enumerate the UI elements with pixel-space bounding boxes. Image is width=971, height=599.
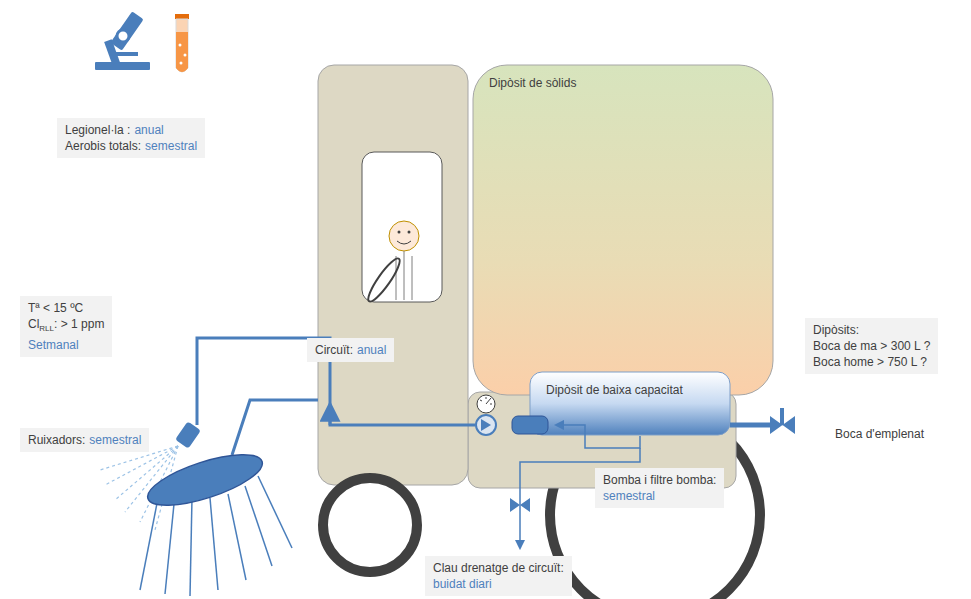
circuit-box: Circuït: anual [307, 338, 394, 362]
note-text: RLL [39, 324, 54, 333]
filling-valve [770, 408, 795, 434]
microscope-icon [95, 11, 150, 70]
brush [140, 444, 292, 596]
water-parameters-box: Tª < 15 ºCClRLL: > 1 ppmSetmanal [20, 296, 112, 357]
solids-tank: Dipòsit de sòlids [473, 65, 773, 395]
front-wheel [323, 478, 417, 572]
note-text: Boca de ma > 300 L ? [813, 339, 930, 353]
gauge-needle [480, 397, 492, 404]
note-text: : > 1 ppm [54, 317, 104, 331]
solids-tank-shape [473, 65, 773, 395]
low-capacity-tank: Dipòsit de baixa capacitat [530, 372, 730, 435]
text-row: ClRLL: > 1 ppm [28, 316, 104, 337]
text-row: Dipòsit de baixa capacitat [546, 382, 683, 425]
test-tube-icon [175, 14, 189, 72]
sprayers-box: Ruixadors: semestral [20, 428, 149, 452]
frequency-text: semestral [89, 433, 141, 447]
pressure-gauge [477, 395, 495, 413]
filling-inlet-label: Boca d'emplenat [835, 427, 924, 441]
pump-symbol [476, 415, 496, 435]
note-text: Circuït: [315, 343, 353, 357]
text-row: Dipòsit de sòlids [489, 75, 576, 385]
note-text: Dipòsits: [813, 323, 859, 337]
text-row: Clau drenatge de circuït: [433, 560, 564, 576]
note-text: Bomba i filtre bomba: [603, 473, 716, 487]
lab-test-box: Legionel·la : anualAerobis totals: semestr… [57, 118, 205, 158]
note-text: Tª < 15 ºC [28, 301, 83, 315]
text-row: Setmanal [28, 337, 104, 353]
drain-valve [510, 498, 530, 512]
note-text: Clau drenatge de circuït: [433, 561, 564, 575]
frequency-text: Setmanal [28, 338, 79, 352]
text-row: Circuït: anual [315, 342, 386, 358]
frequency-text: semestral [145, 139, 197, 153]
tanks-note-box: Dipòsits: Boca de ma > 300 L ? Boca home >… [805, 318, 938, 374]
note-text: Dipòsit de sòlids [489, 76, 576, 90]
pump-arrow [481, 419, 491, 431]
frequency-text: anual [357, 343, 386, 357]
text-row: Ruixadors: semestral [28, 432, 141, 448]
frequency-text: buidat diari [433, 577, 492, 591]
sprayer-nozzle [175, 421, 201, 448]
note-text: Ruixadors: [28, 433, 85, 447]
driver [364, 221, 419, 305]
cab [318, 65, 468, 485]
text-row: Boca de ma > 300 L ? [813, 338, 930, 354]
text-row: buidat diari [433, 576, 564, 592]
frequency-text: semestral [603, 489, 655, 503]
drain-box: Clau drenatge de circuït: buidat diari [425, 556, 572, 596]
text-row: Dipòsits: [813, 322, 930, 338]
text-row: semestral [603, 488, 716, 504]
note-text: Boca home > 750 L ? [813, 355, 927, 369]
note-text: Dipòsit de baixa capacitat [546, 383, 683, 397]
text-row: Bomba i filtre bomba: [603, 472, 716, 488]
text-row: Legionel·la : anual [65, 122, 197, 138]
note-text: Cl [28, 317, 39, 331]
text-row: Aerobis totals: semestral [65, 138, 197, 154]
pump-box: Bomba i filtre bomba: semestral [595, 468, 724, 508]
text-row: Tª < 15 ºC [28, 300, 104, 316]
text-row: Boca home > 750 L ? [813, 354, 930, 370]
frequency-text: anual [134, 123, 163, 137]
cab-window [362, 152, 442, 302]
note-text: Legionel·la : [65, 123, 130, 137]
water-circuit [197, 338, 770, 548]
note-text: Aerobis totals: [65, 139, 141, 153]
pump-filter [512, 416, 548, 434]
